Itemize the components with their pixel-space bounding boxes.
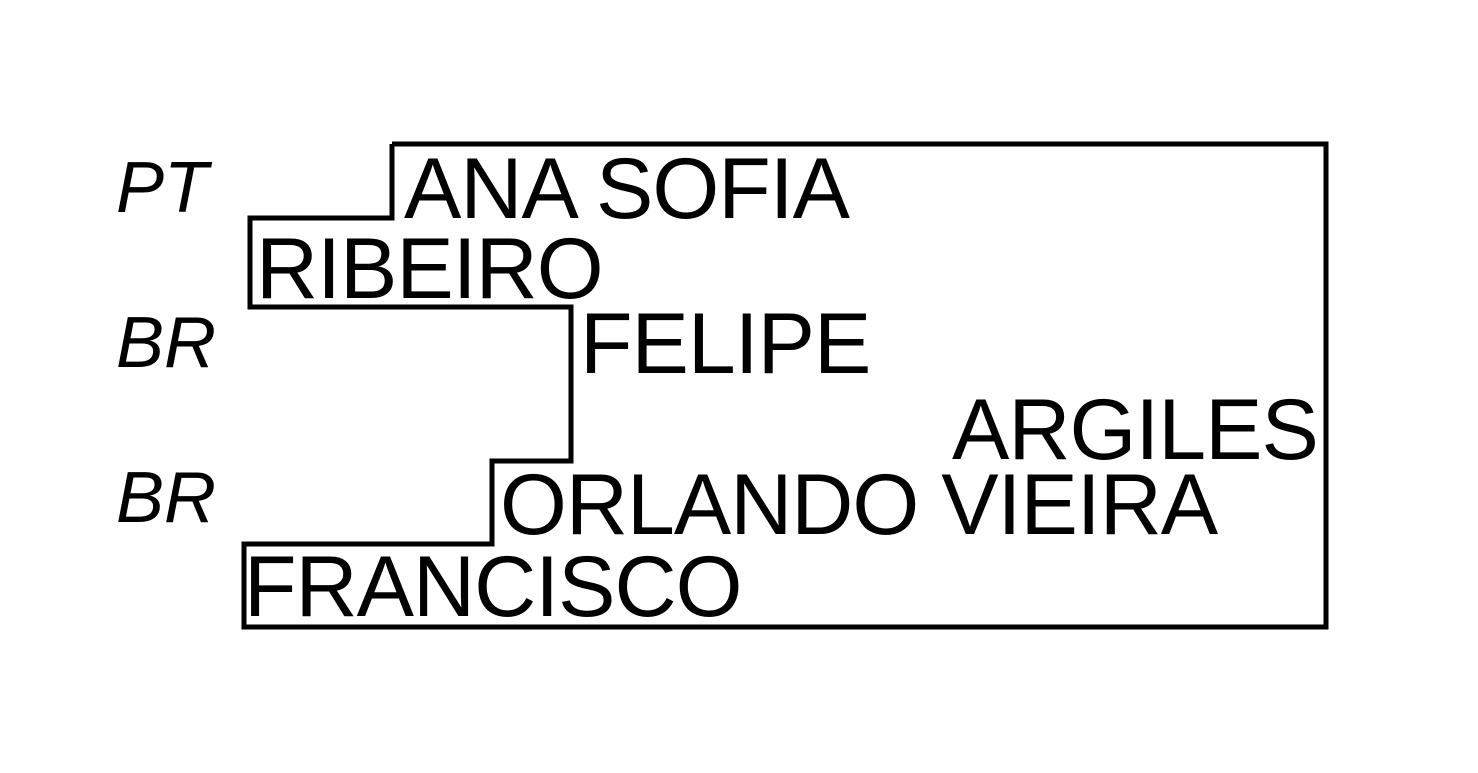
name-line-orlando-vieira: ORLANDO VIEIRA xyxy=(500,457,1218,553)
country-code-br-1: BR xyxy=(116,303,217,383)
name-line-felipe: FELIPE xyxy=(580,296,871,392)
country-code-pt-1: PT xyxy=(116,148,209,228)
name-line-argiles: ARGILES xyxy=(952,382,1319,478)
name-line-francisco: FRANCISCO xyxy=(244,539,742,635)
country-code-br-2: BR xyxy=(116,458,217,538)
name-line-ana-sofia: ANA SOFIA xyxy=(404,141,850,237)
stepped-bracket-outline xyxy=(244,144,1326,627)
name-line-ribeiro: RIBEIRO xyxy=(256,221,604,317)
